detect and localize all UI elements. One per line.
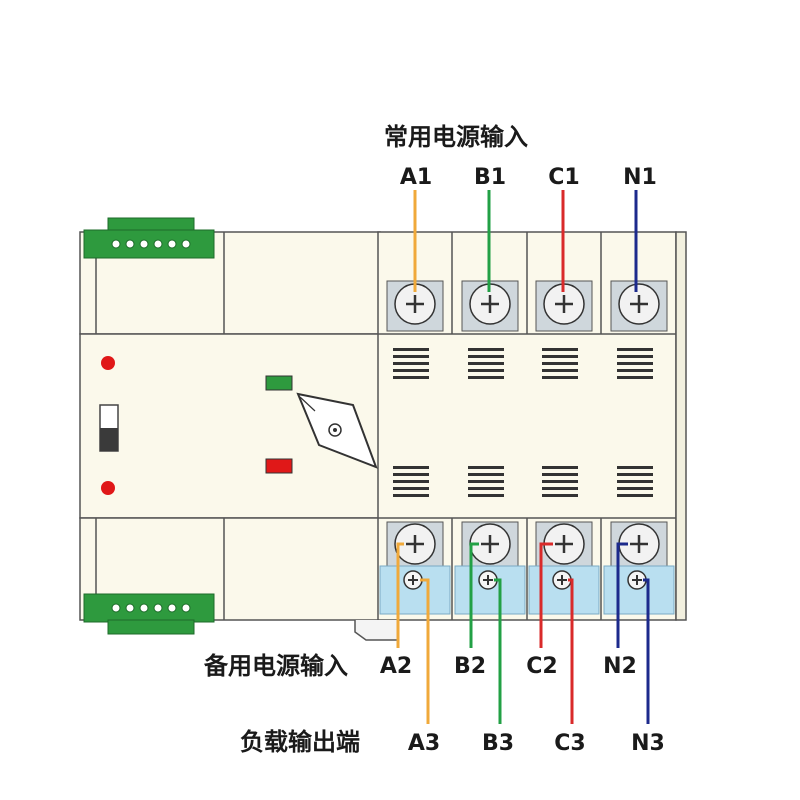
wire-b2 — [469, 542, 479, 648]
indicator-light-bottom — [101, 481, 115, 495]
terminal-label-a3: A3 — [408, 731, 440, 756]
normal-input-label: 常用电源输入 — [384, 123, 528, 151]
din-clip — [354, 620, 399, 641]
load-terminal-screws[interactable] — [403, 570, 647, 590]
control-connector-top — [83, 217, 215, 259]
terminal-label-c2: C2 — [526, 654, 557, 679]
terminal-label-b2: B2 — [454, 654, 486, 679]
vent-slots — [393, 348, 653, 497]
manual-operation-handle[interactable] — [296, 392, 378, 469]
wires-bottom — [420, 578, 650, 724]
rear-frame — [675, 231, 687, 621]
wire-n3 — [643, 578, 650, 724]
control-connector-bottom — [83, 593, 215, 635]
mode-switch[interactable] — [99, 404, 119, 452]
terminal-label-b1: B1 — [474, 165, 506, 190]
terminal-label-c1: C1 — [548, 165, 579, 190]
indicator-light-top — [101, 356, 115, 370]
status-indicator-green — [265, 375, 293, 391]
load-output-label: 负载输出端 — [240, 728, 360, 756]
wires-top — [413, 190, 638, 292]
terminal-label-a2: A2 — [380, 654, 412, 679]
terminal-label-c3: C3 — [554, 731, 585, 756]
wire-c2 — [539, 542, 553, 648]
terminal-label-a1: A1 — [400, 165, 432, 190]
wire-n2 — [616, 542, 628, 648]
wires-middle — [396, 542, 628, 648]
backup-input-label: 备用电源输入 — [203, 652, 348, 680]
terminal-label-n2: N2 — [603, 654, 637, 679]
wire-a2 — [396, 542, 404, 648]
wire-a3 — [420, 578, 430, 724]
wire-c3 — [568, 578, 574, 724]
status-indicator-red — [265, 458, 293, 474]
switch-body — [79, 231, 687, 641]
terminal-label-b3: B3 — [482, 731, 514, 756]
terminal-label-n3: N3 — [631, 731, 665, 756]
wire-b3 — [494, 578, 502, 724]
terminal-label-n1: N1 — [623, 165, 657, 190]
